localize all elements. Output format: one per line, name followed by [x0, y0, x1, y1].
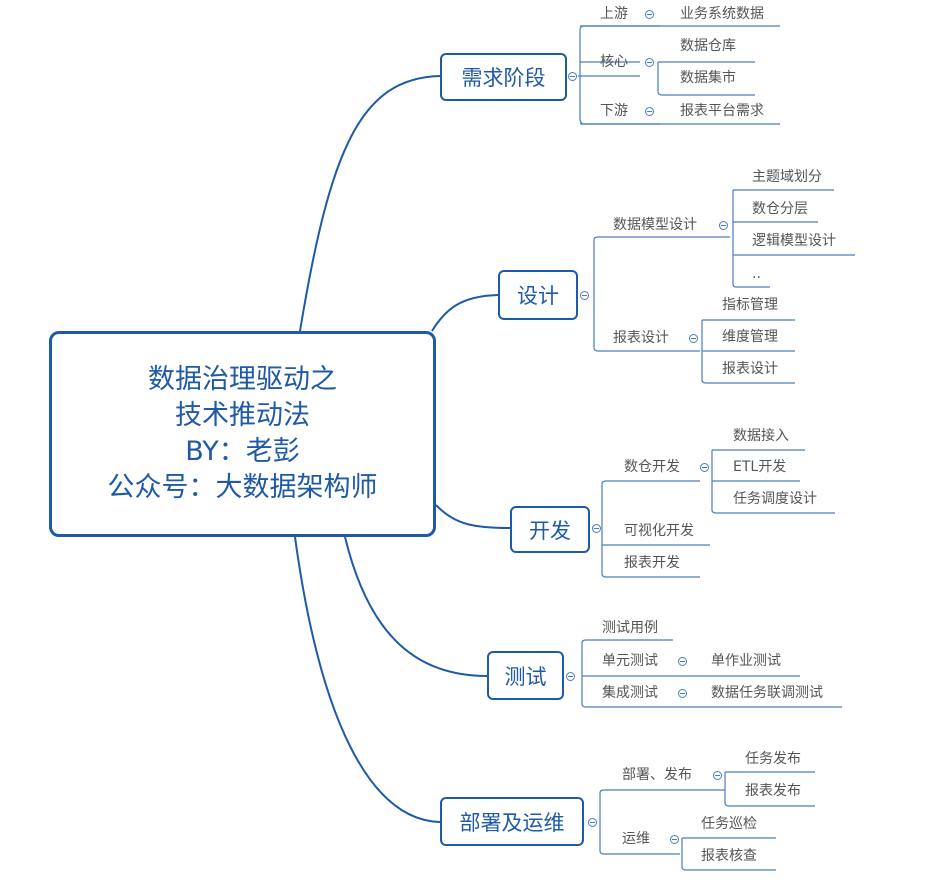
subtopic-data-model-design[interactable]: 数据模型设计 [613, 217, 697, 233]
subtopic-report-design[interactable]: 报表设计 [613, 330, 669, 346]
leaf-more[interactable]: .. [752, 266, 761, 282]
collapse-circle-icon[interactable] [670, 835, 679, 844]
branch-label: 开发 [529, 518, 571, 543]
central-title-line-2: 技术推动法 [175, 400, 310, 431]
leaf-task-scheduling[interactable]: 任务调度设计 [733, 491, 817, 507]
subtopic-downstream[interactable]: 下游 [600, 103, 628, 119]
leaf-report-design[interactable]: 报表设计 [722, 361, 778, 377]
subtopic-deploy-release[interactable]: 部署、发布 [622, 767, 692, 783]
leaf-subject-domain[interactable]: 主题域划分 [752, 169, 822, 185]
subtopic-visualization-dev[interactable]: 可视化开发 [624, 523, 694, 539]
collapse-circle-icon[interactable] [700, 463, 709, 472]
central-topic[interactable]: 数据治理驱动之 技术推动法 BY：老彭 公众号：大数据架构师 [49, 331, 436, 537]
collapse-circle-icon[interactable] [645, 107, 654, 116]
collapse-circle-icon[interactable] [580, 291, 589, 300]
leaf-data-ingestion[interactable]: 数据接入 [733, 428, 789, 444]
leaf-task-release[interactable]: 任务发布 [745, 751, 801, 767]
branch-testing[interactable]: 测试 [487, 651, 564, 700]
leaf-etl-development[interactable]: ETL开发 [733, 459, 787, 475]
collapse-circle-icon[interactable] [645, 10, 654, 19]
leaf-business-system-data[interactable]: 业务系统数据 [680, 6, 764, 22]
subtopic-unit-test[interactable]: 单元测试 [602, 653, 658, 669]
collapse-circle-icon[interactable] [568, 72, 577, 81]
collapse-circle-icon[interactable] [689, 334, 698, 343]
branch-development[interactable]: 开发 [510, 506, 590, 553]
subtopic-upstream[interactable]: 上游 [600, 6, 628, 22]
subtopic-dw-development[interactable]: 数仓开发 [624, 459, 680, 475]
leaf-data-mart[interactable]: 数据集市 [680, 70, 736, 86]
leaf-logical-model[interactable]: 逻辑模型设计 [752, 233, 836, 249]
collapse-circle-icon[interactable] [713, 771, 722, 780]
subtopic-operations[interactable]: 运维 [622, 831, 650, 847]
subtopic-test-cases[interactable]: 测试用例 [602, 620, 658, 636]
leaf-dw-layering[interactable]: 数仓分层 [752, 201, 808, 217]
collapse-circle-icon[interactable] [719, 221, 728, 230]
leaf-metric-mgmt[interactable]: 指标管理 [722, 297, 778, 313]
collapse-circle-icon[interactable] [678, 657, 687, 666]
subtopic-core[interactable]: 核心 [600, 54, 628, 70]
branch-requirements[interactable]: 需求阶段 [440, 53, 567, 101]
collapse-circle-icon[interactable] [678, 689, 687, 698]
branch-design[interactable]: 设计 [498, 270, 578, 320]
branch-label: 测试 [504, 664, 547, 689]
leaf-data-warehouse[interactable]: 数据仓库 [680, 38, 736, 54]
subtopic-integration-test[interactable]: 集成测试 [602, 685, 658, 701]
central-title-line-3: BY：老彭 [185, 436, 300, 467]
branch-label: 设计 [517, 284, 559, 308]
central-title-line-1: 数据治理驱动之 [148, 364, 337, 395]
collapse-circle-icon[interactable] [592, 524, 601, 533]
leaf-dimension-mgmt[interactable]: 维度管理 [722, 329, 778, 345]
collapse-circle-icon[interactable] [645, 58, 654, 67]
leaf-report-platform-req[interactable]: 报表平台需求 [680, 103, 764, 119]
branch-label: 需求阶段 [461, 66, 546, 90]
leaf-report-release[interactable]: 报表发布 [745, 783, 801, 799]
leaf-task-inspection[interactable]: 任务巡检 [701, 816, 757, 832]
leaf-single-job-test[interactable]: 单作业测试 [711, 653, 781, 669]
collapse-circle-icon[interactable] [588, 818, 597, 827]
branch-deploy-ops[interactable]: 部署及运维 [440, 797, 584, 846]
collapse-circle-icon[interactable] [566, 672, 575, 681]
branch-label: 部署及运维 [459, 810, 565, 835]
leaf-report-audit[interactable]: 报表核查 [701, 848, 757, 864]
central-title-line-4: 公众号：大数据架构师 [107, 472, 378, 503]
subtopic-report-dev[interactable]: 报表开发 [624, 555, 680, 571]
leaf-data-task-joint-test[interactable]: 数据任务联调测试 [711, 685, 823, 701]
